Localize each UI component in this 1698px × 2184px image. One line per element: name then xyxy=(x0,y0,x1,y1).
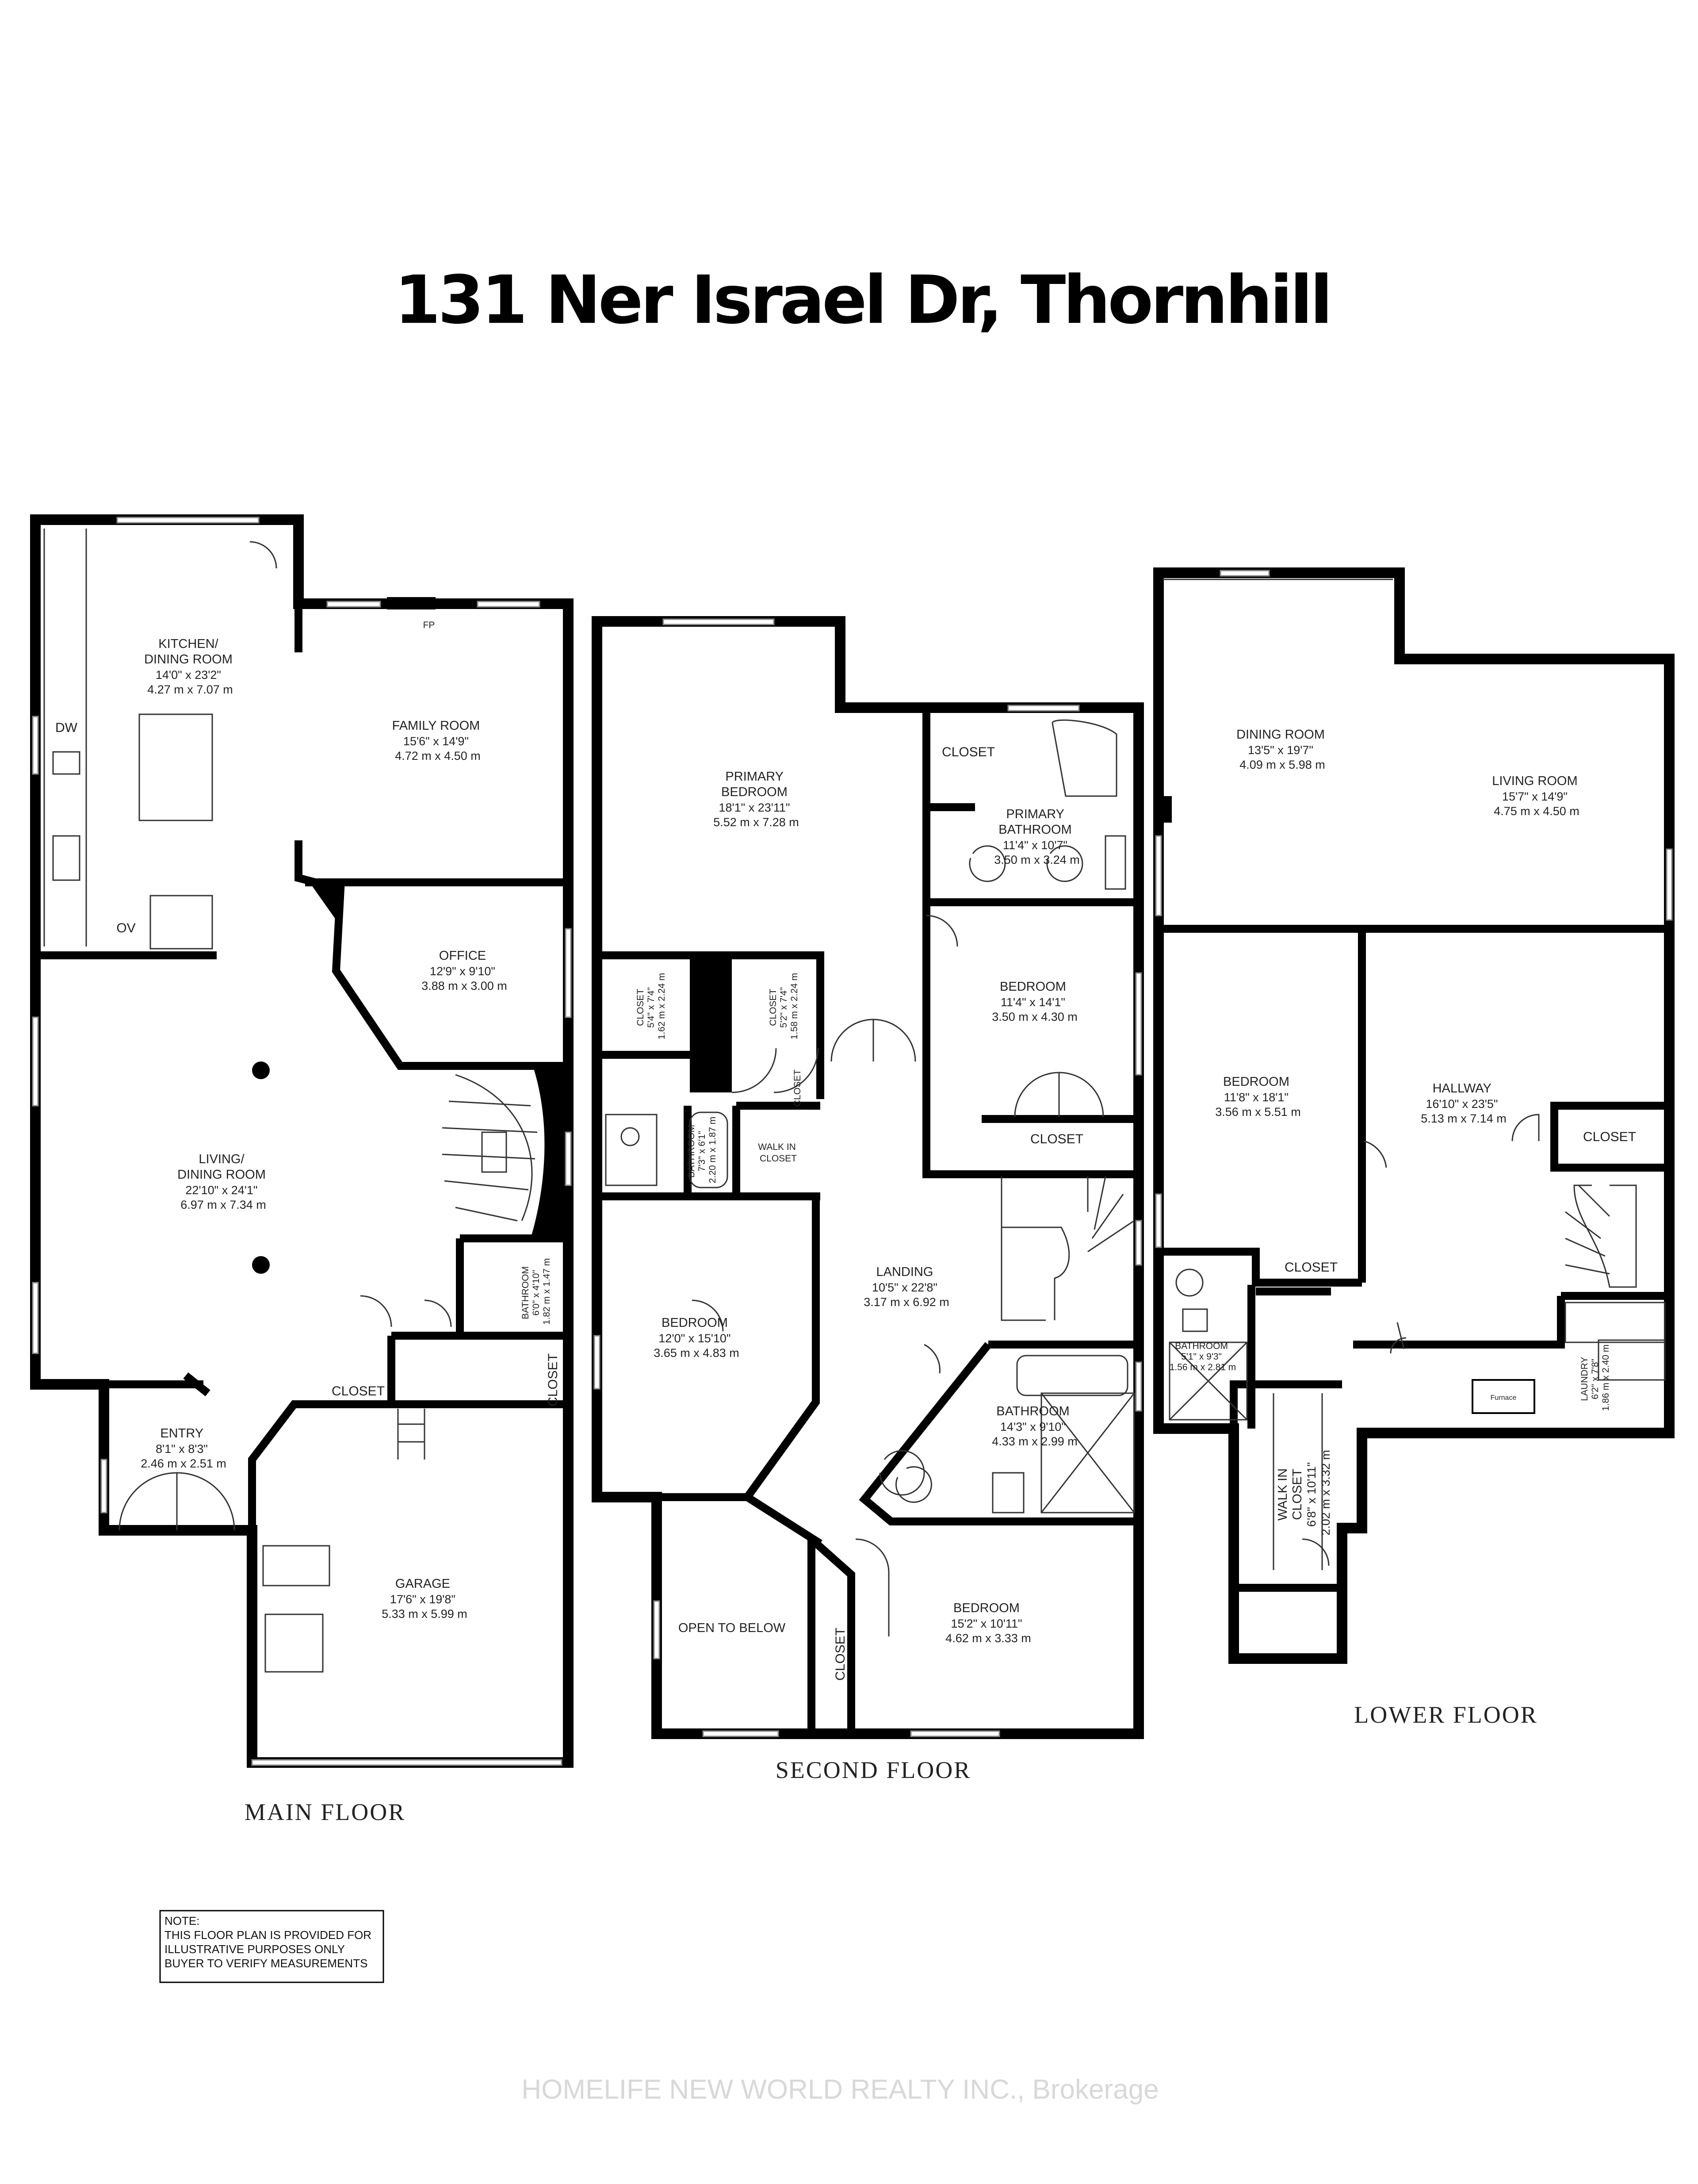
room-garage: GARAGE 17'6" x 19'8" 5.33 m x 5.99 m xyxy=(382,1577,467,1621)
room-hallway: HALLWAY 16'10" x 23'5" 5.13 m x 7.14 m xyxy=(1421,1081,1507,1125)
room-main-bathroom: BATHROOM 6'0" x 4'10" 1.82 m x 1.47 m xyxy=(520,1258,552,1325)
main-closet2-label: CLOSET xyxy=(546,1353,560,1406)
room-dining-lower: DINING ROOM 13'5" x 19'7" 4.09 m x 5.98 … xyxy=(1236,728,1328,771)
fireplace-label: FP xyxy=(423,620,435,630)
main-closet-label: CLOSET xyxy=(332,1384,385,1399)
dishwasher-label: DW xyxy=(55,720,78,735)
room-living-lower: LIVING ROOM 15'7" x 14'9" 4.75 m x 4.50 … xyxy=(1492,774,1581,818)
note-line-3: ILLUSTRATIVE PURPOSES ONLY xyxy=(164,1943,345,1956)
room-bedroom-3: BEDROOM 12'0" x 15'10" 3.65 m x 4.83 m xyxy=(654,1316,739,1360)
lower-closet-bedroom-label: CLOSET xyxy=(1285,1260,1338,1275)
note-line-4: BUYER TO VERIFY MEASUREMENTS xyxy=(164,1957,367,1970)
second-closet-hall-label: CLOSET xyxy=(792,1069,803,1107)
room-kitchen: KITCHEN/ DINING ROOM 14'0" x 23'2" 4.27 … xyxy=(144,637,236,696)
room-closet-b: CLOSET 5'2" x 7'4" 1.58 m x 2.24 m xyxy=(768,973,799,1040)
room-walkin-closet-lower: WALK IN CLOSET 6'8" x 10'11" 2.02 m x 3.… xyxy=(1276,1450,1332,1536)
room-bedroom-4: BEDROOM 15'2" x 10'11" 4.62 m x 3.33 m xyxy=(945,1601,1031,1645)
main-floor-plan: DW OV FP CLOSET CLOSET KITCHEN/ DINING R… xyxy=(30,514,574,1825)
main-floor-label: MAIN FLOOR xyxy=(245,1799,406,1825)
room-landing: LANDING 10'5" x 22'8" 3.17 m x 6.92 m xyxy=(864,1265,949,1309)
second-floor-label: SECOND FLOOR xyxy=(776,1757,971,1783)
room-laundry: LAUNDRY 6'2" x 7'8" 1.86 m x 2.40 m xyxy=(1579,1345,1611,1411)
lower-floor-plan: CLOSET CLOSET Furnace DINING ROOM 13'5" … xyxy=(1153,567,1675,1728)
second-closet-bed4-label: CLOSET xyxy=(833,1628,848,1681)
room-bedroom-lower: BEDROOM 11'8" x 18'1" 3.56 m x 5.51 m xyxy=(1215,1075,1301,1119)
note-line-1: NOTE: xyxy=(164,1914,199,1927)
room-office: OFFICE 12'9" x 9'10" 3.88 m x 3.00 m xyxy=(421,949,507,992)
room-family: FAMILY ROOM 15'6" x 14'9" 4.72 m x 4.50 … xyxy=(392,719,484,762)
second-closet-pbath-label: CLOSET xyxy=(942,745,995,759)
disclaimer-note: NOTE: THIS FLOOR PLAN IS PROVIDED FOR IL… xyxy=(159,1910,384,1983)
lower-closet-hall-label: CLOSET xyxy=(1583,1130,1636,1144)
furnace-label: Furnace xyxy=(1491,1394,1517,1402)
room-primary-bathroom: PRIMARY BATHROOM 11'4" x 10'7" 3.50 m x … xyxy=(994,807,1080,866)
brokerage-watermark: HOMELIFE NEW WORLD REALTY INC., Brokerag… xyxy=(521,2074,1159,2105)
room-walkin-closet: WALK IN CLOSET xyxy=(758,1142,798,1164)
second-floor-plan: CLOSET CLOSET CLOSET CLOSET PRIMARY BEDR… xyxy=(592,616,1144,1783)
room-open-to-below: OPEN TO BELOW xyxy=(678,1621,786,1635)
room-closet-a: CLOSET 5'4" x 7'4" 1.62 m x 2.24 m xyxy=(635,973,667,1040)
room-living-dining: LIVING/ DINING ROOM 22'10" x 24'1" 6.97 … xyxy=(177,1152,269,1211)
room-bathroom-lower: BATHROOM 5'1" x 9'3" 1.56 m x 2.81 m xyxy=(1170,1341,1236,1372)
lower-floor-label: LOWER FLOOR xyxy=(1354,1701,1537,1728)
oven-label: OV xyxy=(116,921,135,935)
room-bathroom-2: BATHROOM 7'3" x 6'1" 2.20 m x 1.87 m xyxy=(686,1117,718,1184)
room-entry: ENTRY 8'1" x 8'3" 2.46 m x 2.51 m xyxy=(141,1426,226,1470)
room-bedroom-2: BEDROOM 11'4" x 14'1" 3.50 m x 4.30 m xyxy=(992,980,1078,1023)
room-bathroom-3: BATHROOM 14'3" x 9'10" 4.33 m x 2.99 m xyxy=(992,1404,1078,1448)
second-closet-bed2-label: CLOSET xyxy=(1030,1132,1083,1146)
room-primary-bedroom: PRIMARY BEDROOM 18'1" x 23'11" 5.52 m x … xyxy=(713,770,799,829)
page-title: 131 Ner Israel Dr, Thornhill xyxy=(394,262,1330,339)
note-line-2: THIS FLOOR PLAN IS PROVIDED FOR xyxy=(164,1928,371,1942)
